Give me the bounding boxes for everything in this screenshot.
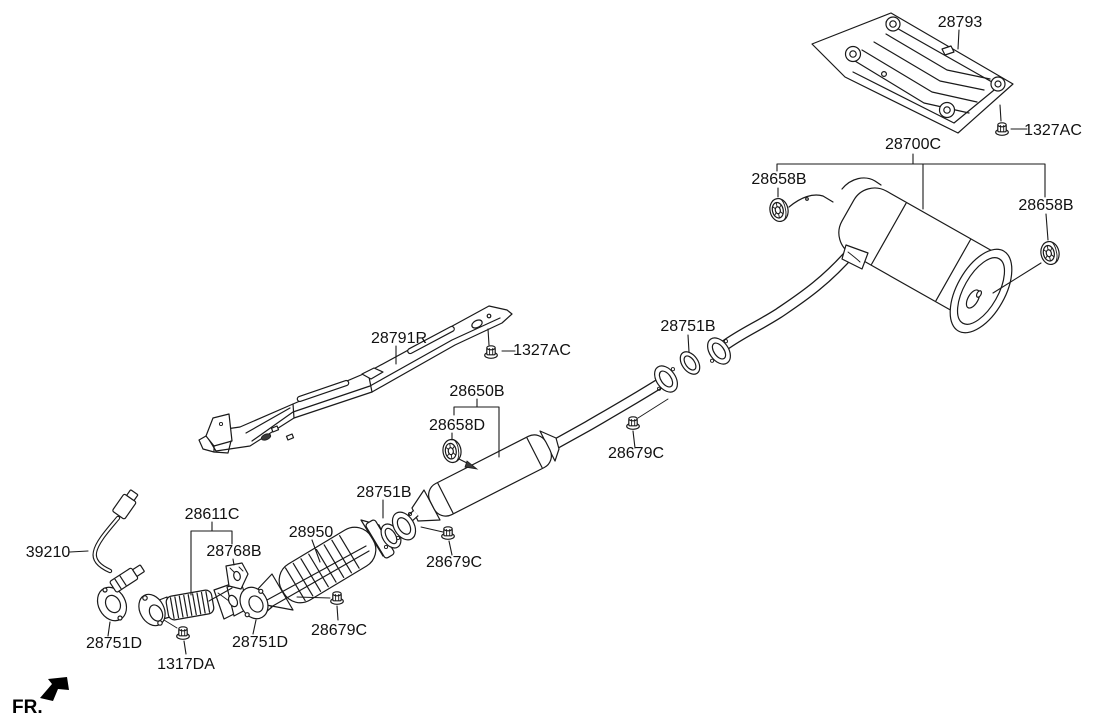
label-28768b: 28768B <box>206 543 261 560</box>
muffler-inlet-pipe <box>720 246 858 351</box>
muffler-drawing <box>788 177 1013 334</box>
hanger-grommet-rear-left <box>767 196 791 224</box>
label-39210: 39210 <box>26 544 71 561</box>
label-28950: 28950 <box>289 524 334 541</box>
rear-heat-shield-drawing <box>811 12 1014 134</box>
rear-bolt-1327ac <box>995 104 1009 136</box>
label-28611c: 28611C <box>185 506 240 523</box>
muffler-left-hanger-rod <box>788 194 834 208</box>
fr-direction-indicator: FR. <box>12 677 69 718</box>
fr-arrow-icon <box>40 677 69 701</box>
label-28679c-rear: 28679C <box>608 445 664 462</box>
front-flange-and-gaskets <box>96 586 269 629</box>
label-28751d-left: 28751D <box>86 635 142 652</box>
nut-28679c-mid <box>441 526 455 540</box>
nut-28679c-converter <box>330 591 344 605</box>
muffler-top-hanger-rod <box>841 177 882 190</box>
hanger-bracket-front <box>225 562 249 590</box>
nut-28679c-rear <box>626 416 640 430</box>
converter-lower-bracket <box>266 545 367 601</box>
label-28751b-mid: 28751B <box>356 484 411 501</box>
leader-lines <box>69 29 1049 655</box>
label-28791r: 28791R <box>371 330 427 347</box>
center-pipe-drawing <box>404 377 665 524</box>
label-28751b-rear: 28751B <box>660 318 715 335</box>
mid-flange-gasket-set <box>365 511 444 559</box>
label-28658b-left: 28658B <box>751 171 806 188</box>
label-28658d: 28658D <box>429 417 485 434</box>
label-1317da: 1317DA <box>157 656 215 673</box>
label-28679c-mid: 28679C <box>426 554 482 571</box>
nut-1317da <box>176 626 190 640</box>
label-28679c-converter: 28679C <box>311 622 367 639</box>
fr-label: FR. <box>12 697 43 718</box>
part-labels: 28793 1327AC 28700C 28658B 28658B 28751B… <box>26 14 1082 673</box>
label-28700c: 28700C <box>885 136 941 153</box>
muffler-bottom-bracket <box>841 244 869 270</box>
hanger-grommet-rear-right <box>1038 239 1062 267</box>
center-heat-shield-drawing <box>198 305 513 454</box>
flex-pipe-drawing <box>153 581 263 622</box>
rear-flange-gasket-set <box>637 337 731 419</box>
label-28650b: 28650B <box>449 383 504 400</box>
label-1327ac-rear: 1327AC <box>1024 122 1082 139</box>
label-28793: 28793 <box>938 14 983 31</box>
label-28658b-right: 28658B <box>1018 197 1073 214</box>
label-1327ac-center: 1327AC <box>513 342 571 359</box>
hanger-grommet-center <box>440 437 464 465</box>
shield-front-foot-bracket <box>205 413 233 447</box>
center-bolt-1327ac <box>484 328 498 359</box>
oxygen-sensor-drawing <box>92 489 145 593</box>
label-28751d-right: 28751D <box>232 634 288 651</box>
